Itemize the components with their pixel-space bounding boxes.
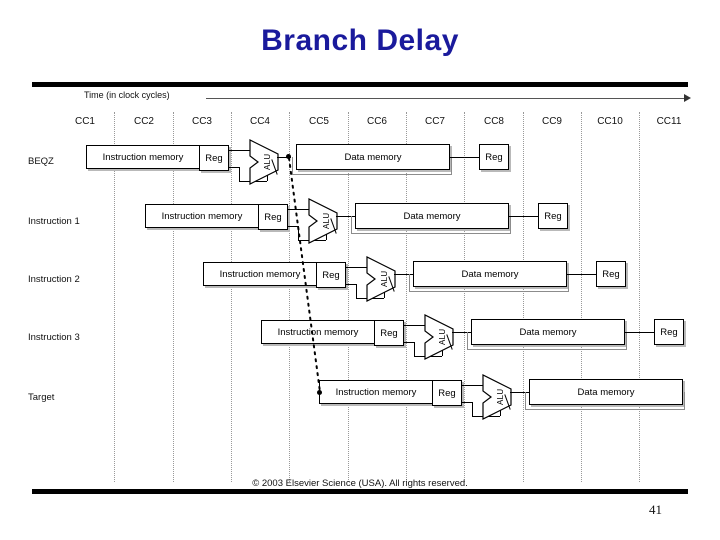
row-beqz-alu-label: ALU bbox=[263, 153, 272, 170]
row-label-target: Target bbox=[28, 392, 55, 403]
cycle-divider bbox=[348, 112, 349, 482]
row-i1-instruction-memory: Instruction memory bbox=[145, 204, 259, 228]
row-target-alu-icon bbox=[482, 374, 512, 420]
row-i3-alu-label: ALU bbox=[438, 328, 447, 345]
clock-cycle-cc10: CC10 bbox=[597, 116, 623, 127]
branch-target-node bbox=[317, 390, 322, 395]
row-beqz-alu-icon bbox=[249, 139, 279, 185]
row-label-instruction-3: Instruction 3 bbox=[28, 332, 80, 343]
cycle-divider bbox=[464, 112, 465, 482]
row-label-instruction-1: Instruction 1 bbox=[28, 216, 80, 227]
row-i3-reg: Reg bbox=[374, 320, 404, 346]
divider-top bbox=[32, 82, 688, 87]
row-i2-reg-wb: Reg bbox=[596, 261, 626, 287]
clock-cycle-cc4: CC4 bbox=[249, 116, 270, 127]
clock-cycle-cc11: CC11 bbox=[656, 116, 682, 127]
page-title: Branch Delay bbox=[261, 24, 459, 57]
time-axis-line bbox=[206, 98, 686, 99]
cycle-divider bbox=[114, 112, 115, 482]
clock-cycle-cc2: CC2 bbox=[133, 116, 154, 127]
row-i2-data-memory: Data memory bbox=[413, 261, 567, 287]
clock-cycle-cc8: CC8 bbox=[483, 116, 504, 127]
row-beqz-data-memory: Data memory bbox=[296, 144, 450, 170]
row-target-instruction-memory: Instruction memory bbox=[319, 380, 433, 404]
row-i2-reg: Reg bbox=[316, 262, 346, 288]
row-i1-reg-wb: Reg bbox=[538, 203, 568, 229]
cycle-divider bbox=[406, 112, 407, 482]
row-target-alu-label: ALU bbox=[496, 388, 505, 405]
time-axis-arrow-icon bbox=[684, 94, 691, 102]
row-i2-alu-icon bbox=[366, 256, 396, 302]
clock-cycle-cc1: CC1 bbox=[74, 116, 95, 127]
row-i1-reg: Reg bbox=[258, 204, 288, 230]
row-i3-data-memory: Data memory bbox=[471, 319, 625, 345]
copyright-notice: © 2003 Elsevier Science (USA). All right… bbox=[252, 478, 468, 489]
cycle-divider bbox=[639, 112, 640, 482]
cycle-divider bbox=[289, 112, 290, 482]
cycle-divider bbox=[173, 112, 174, 482]
row-i2-alu-label: ALU bbox=[380, 270, 389, 287]
row-beqz-instruction-memory: Instruction memory bbox=[86, 145, 200, 169]
row-label-beqz: BEQZ bbox=[28, 156, 54, 167]
row-label-instruction-2: Instruction 2 bbox=[28, 274, 80, 285]
row-target-data-memory: Data memory bbox=[529, 379, 683, 405]
row-i3-reg-wb: Reg bbox=[654, 319, 684, 345]
row-target-reg: Reg bbox=[432, 380, 462, 406]
branch-outcome-node bbox=[286, 154, 291, 159]
cycle-divider bbox=[523, 112, 524, 482]
row-i2-instruction-memory: Instruction memory bbox=[203, 262, 317, 286]
row-i3-instruction-memory: Instruction memory bbox=[261, 320, 375, 344]
row-i1-alu-label: ALU bbox=[322, 212, 331, 229]
cycle-divider bbox=[581, 112, 582, 482]
clock-cycle-cc7: CC7 bbox=[424, 116, 445, 127]
row-beqz-reg-wb: Reg bbox=[479, 144, 509, 170]
clock-cycle-cc3: CC3 bbox=[191, 116, 212, 127]
clock-cycle-cc6: CC6 bbox=[366, 116, 387, 127]
time-axis-label: Time (in clock cycles) bbox=[84, 90, 170, 100]
pipeline-diagram: Time (in clock cycles) CC1 CC2 CC3 CC4 C… bbox=[0, 86, 720, 486]
row-i1-data-memory: Data memory bbox=[355, 203, 509, 229]
clock-cycle-cc9: CC9 bbox=[541, 116, 562, 127]
row-beqz-reg: Reg bbox=[199, 145, 229, 171]
cycle-divider bbox=[231, 112, 232, 482]
row-i3-alu-icon bbox=[424, 314, 454, 360]
page-number: 41 bbox=[649, 502, 662, 517]
divider-bottom bbox=[32, 489, 688, 494]
clock-cycle-cc5: CC5 bbox=[308, 116, 329, 127]
